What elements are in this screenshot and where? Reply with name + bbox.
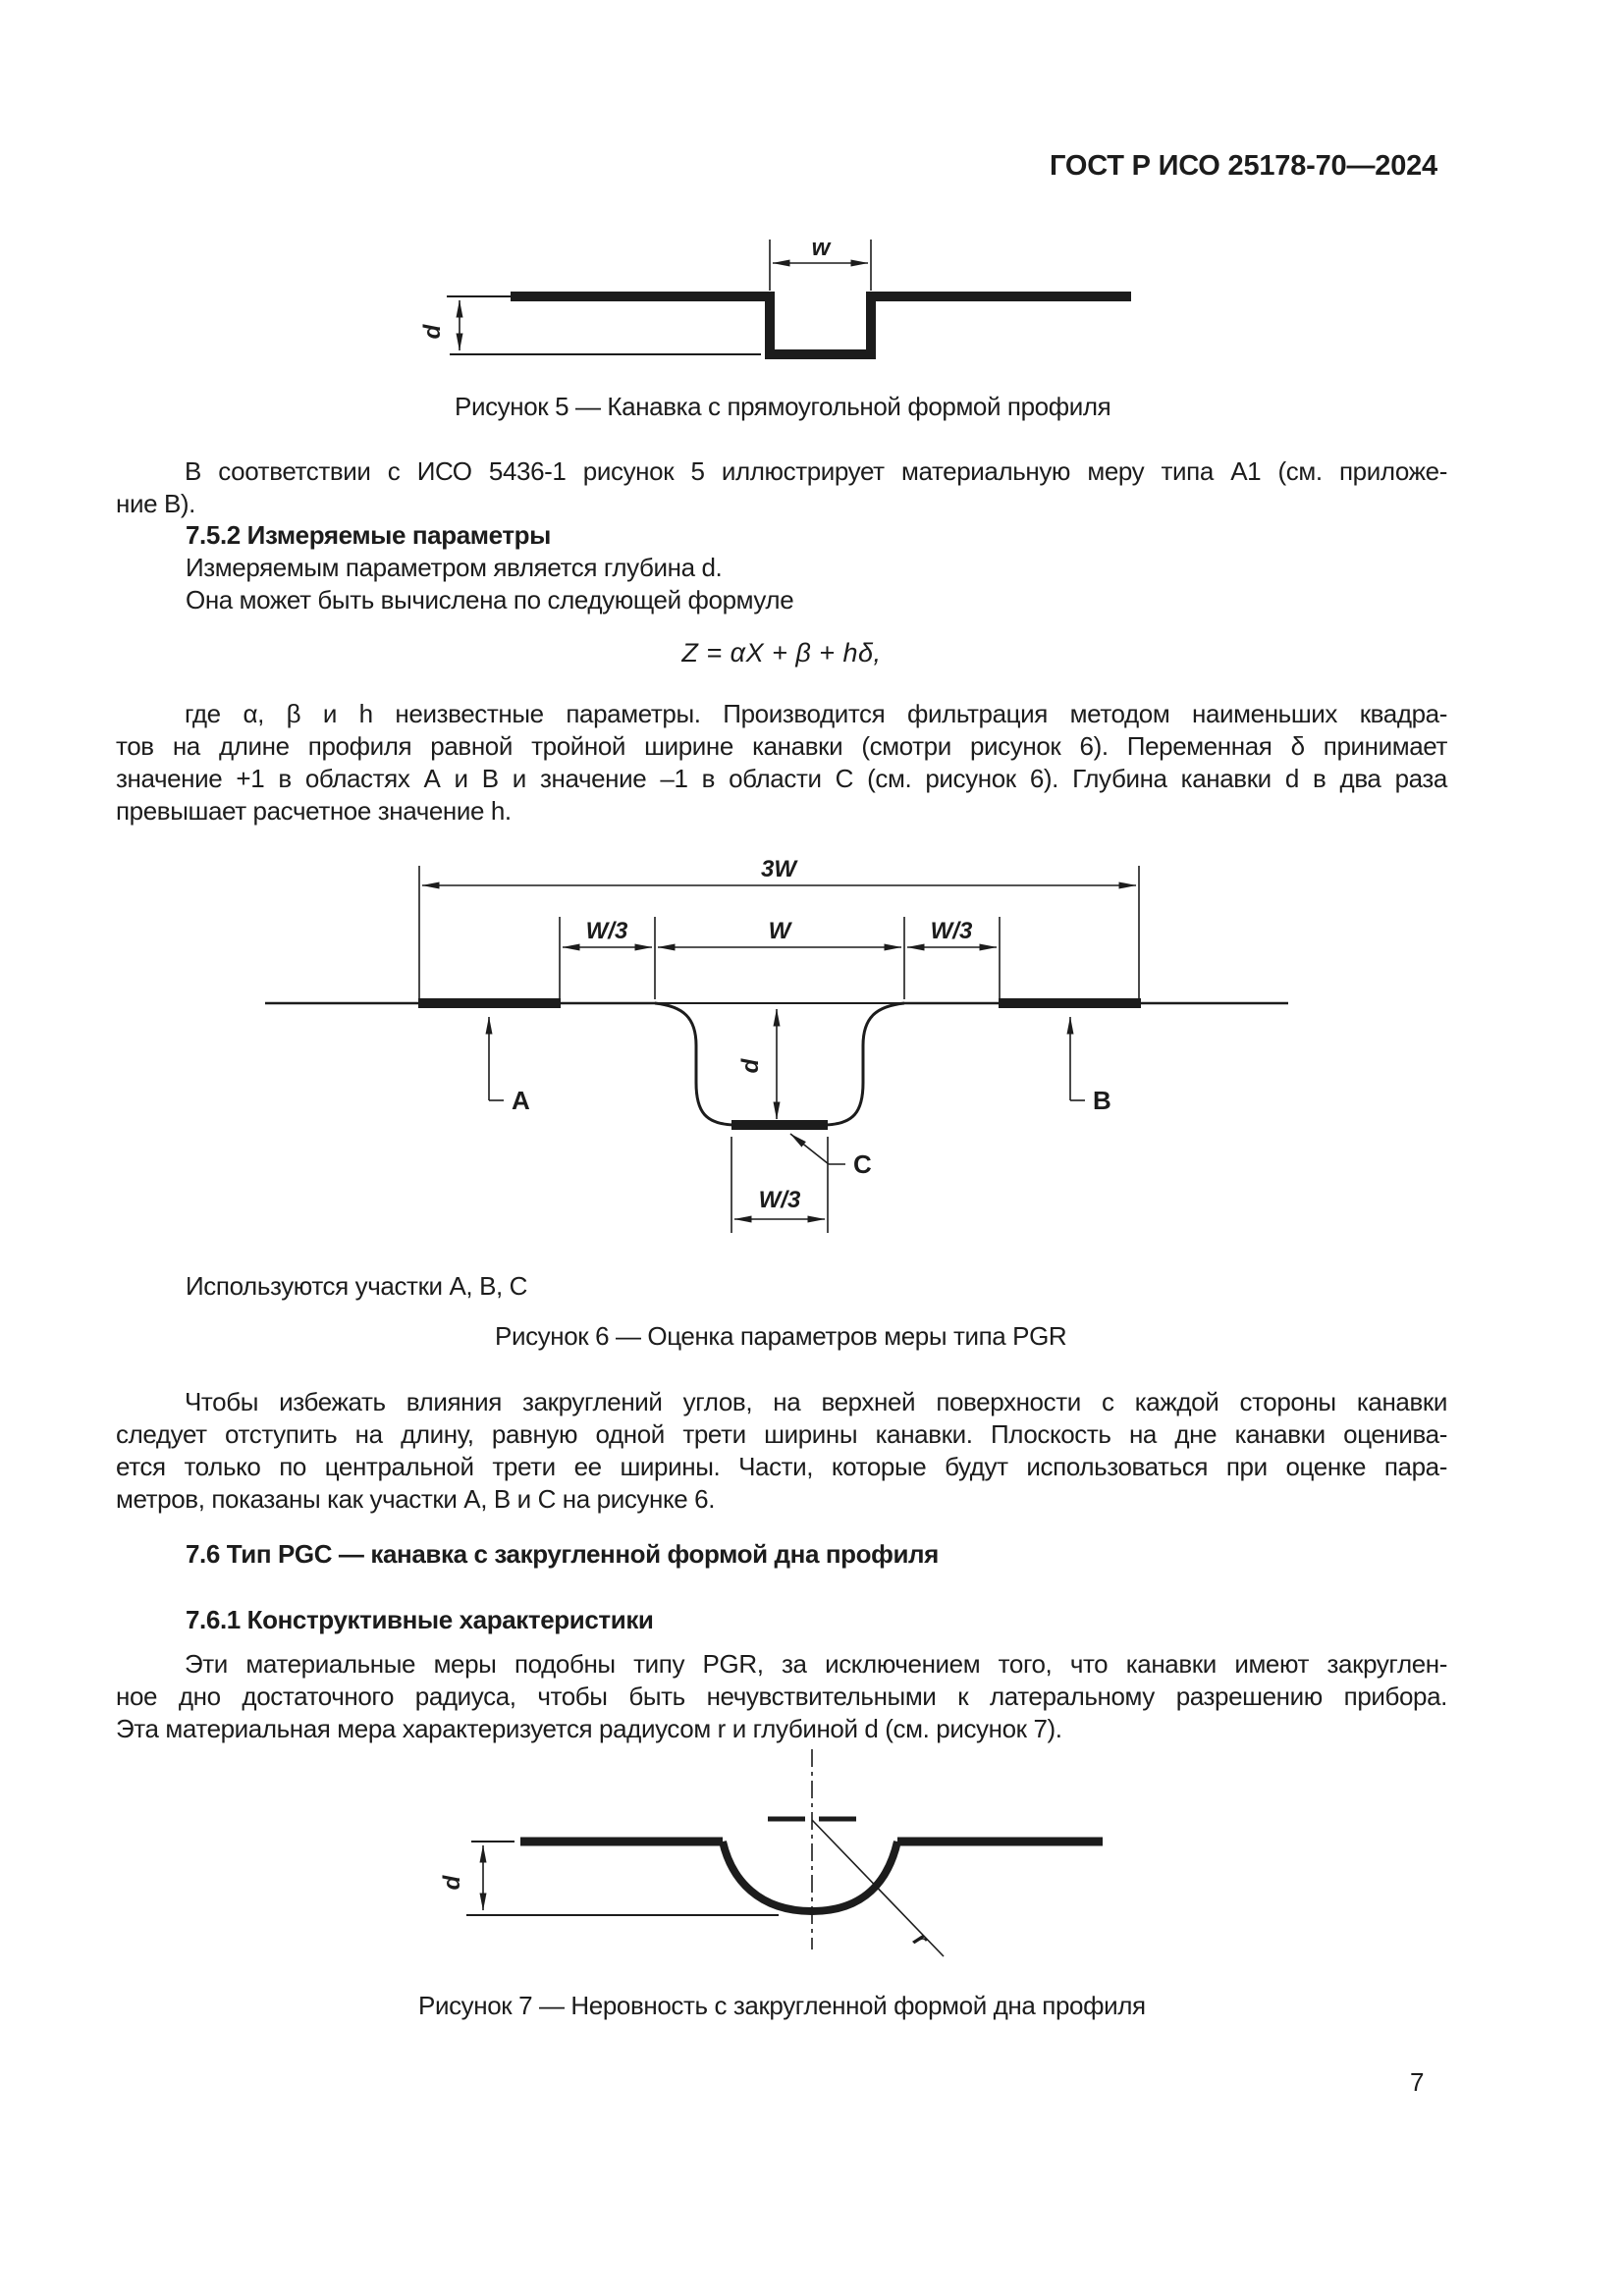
w3-bottom-label: W/3 (759, 1187, 801, 1213)
w-label: w (812, 235, 832, 261)
paragraph-line: Эти материальные меры подобны типу PGR, … (185, 1649, 1447, 1679)
paragraph: где α, β и h неизвестные параметры. Прои… (116, 698, 1447, 828)
paragraph-line: тов на длине профиля равной тройной шири… (116, 731, 1447, 761)
paragraph-line: метров, показаны как участки А, В и С на… (116, 1484, 716, 1514)
w3-right-label: W/3 (931, 918, 973, 944)
groove-profile (511, 292, 1131, 359)
figure7-drawing: r d (439, 1749, 1103, 1957)
paragraph: Чтобы избежать влияния закруглений углов… (116, 1386, 1447, 1516)
c-leader-line (789, 1133, 830, 1165)
paragraph-line: ние В). (116, 489, 195, 518)
d-label: d (737, 1057, 764, 1073)
section-heading-76: 7.6 Тип PGC — канавка с закругленной фор… (186, 1539, 939, 1569)
w-label: W (769, 918, 793, 944)
3w-label: 3W (761, 856, 798, 882)
paragraph: Эти материальные меры подобны типу PGR, … (116, 1648, 1447, 1745)
groove-outline (654, 1001, 905, 1127)
d-label: d (439, 1874, 465, 1890)
figure6-note: Используются участки А, В, С (186, 1271, 528, 1301)
w3-left-label: W/3 (586, 918, 628, 944)
paragraph-line: Чтобы избежать влияния закруглений углов… (185, 1387, 1447, 1416)
paragraph-line: значение +1 в областях А и В и значение … (116, 764, 1447, 793)
section-heading-752: 7.5.2 Измеряемые параметры (186, 520, 551, 550)
section-heading-761: 7.6.1 Конструктивные характеристики (186, 1605, 654, 1634)
paragraph-line: ется только по центральной трети ее шири… (116, 1452, 1447, 1481)
a-label: A (512, 1086, 530, 1115)
page-number: 7 (1410, 2067, 1425, 2097)
figure5-caption: Рисунок 5 — Канавка с прямоугольной форм… (455, 392, 1111, 421)
figure7-caption: Рисунок 7 — Неровность с закругленной фо… (418, 1991, 1146, 2020)
formula: Z = αX + β + hδ, (681, 638, 882, 667)
figure5-drawing: w d (419, 235, 1131, 359)
paragraph-line: где α, β и h неизвестные параметры. Прои… (185, 699, 1447, 728)
r-label: r (907, 1927, 934, 1953)
figure6-caption: Рисунок 6 — Оценка параметров меры типа … (495, 1321, 1067, 1351)
paragraph-line: Измеряемым параметром является глубина d… (186, 553, 723, 582)
radius-line (811, 1819, 945, 1957)
d-label: d (419, 323, 446, 339)
c-label: C (853, 1149, 872, 1179)
figure6-drawing: 3W W/3 W W/3 d A B C W/3 (265, 856, 1288, 1233)
rounded-groove (719, 1841, 901, 1916)
paragraph-line: следует отступить на длину, равную одной… (116, 1419, 1447, 1449)
paragraph-line: ное дно достаточного радиуса, чтобы быть… (116, 1682, 1447, 1711)
paragraph-line: Эта материальная мера характеризуется ра… (116, 1714, 1062, 1743)
doc-header: ГОСТ Р ИСО 25178-70—2024 (1050, 150, 1437, 182)
paragraph: В соответствии с ИСО 5436-1 рисунок 5 ил… (116, 455, 1447, 520)
b-label: B (1093, 1086, 1111, 1115)
paragraph-line: Она может быть вычислена по следующей фо… (186, 585, 794, 614)
paragraph-line: В соответствии с ИСО 5436-1 рисунок 5 ил… (185, 456, 1447, 486)
paragraph-line: превышает расчетное значение h. (116, 796, 512, 826)
